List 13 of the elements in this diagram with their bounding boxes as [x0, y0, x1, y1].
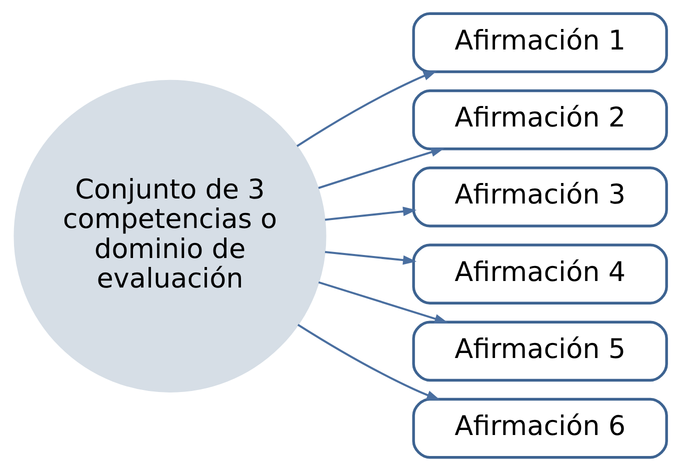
node-box: Afirmación 1	[412, 12, 668, 74]
arrow	[318, 281, 448, 324]
node-circle: Conjunto de 3 competencias o dominio de evaluación	[13, 80, 326, 392]
node-box: Afirmación 3	[412, 166, 668, 228]
arrow	[324, 206, 416, 221]
arrow	[318, 148, 444, 189]
node-box: Afirmación 4	[412, 244, 668, 304]
node-box: Afirmación 2	[412, 89, 668, 150]
arrow	[324, 251, 416, 265]
arrow	[296, 324, 440, 400]
node-box: Afirmación 5	[412, 320, 668, 382]
arrow	[296, 70, 436, 147]
node-box: Afirmación 6	[412, 398, 668, 459]
